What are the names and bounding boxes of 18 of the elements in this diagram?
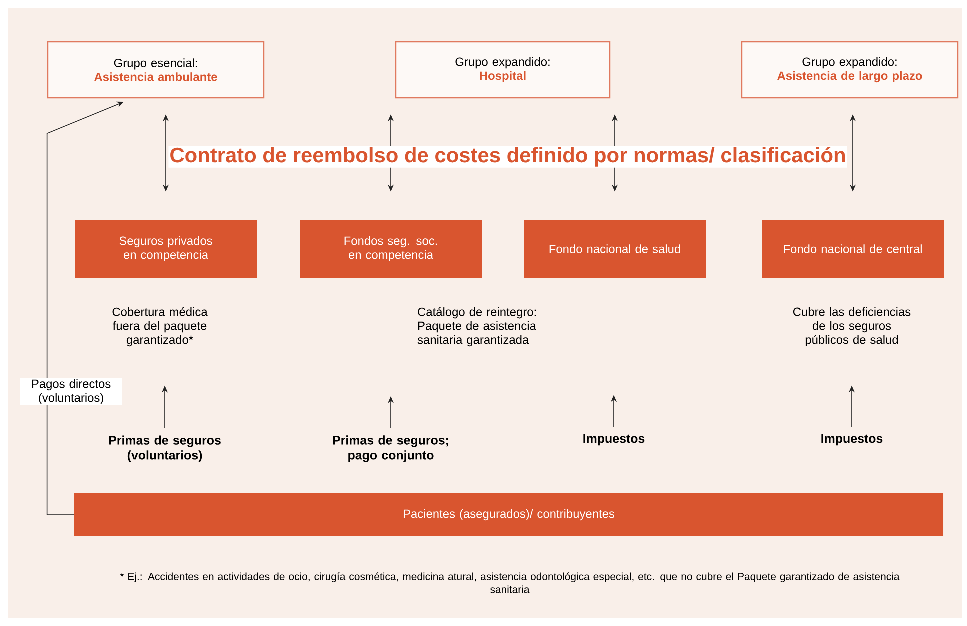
fund-box: Fondo nacional de central: [762, 220, 944, 278]
patients-bar: Pacientes (asegurados)/ contribuyentes: [74, 494, 944, 536]
footnote: * Ej.: Accidentes en actividades de ocio, cirugía cosmética, medicina atural, asistencia odontológica especial, etc. que no cubre el Paquete garantizado de asistencia sanitaria: [120, 572, 900, 594]
payment-text: Primas de seguros (voluntarios): [109, 436, 221, 462]
description-text: Catálogo de reintegro: Paquete de asistencia sanitaria garantizada: [418, 307, 536, 347]
group-box: Grupo expandido: Hospital: [395, 41, 611, 99]
fund-box: Fondos seg. soc. en competencia: [300, 220, 482, 278]
description-text: Cubre las deficiencias de los seguros públicos de salud: [793, 307, 911, 347]
payment-text: Impuestos: [822, 434, 883, 446]
fund-box: Seguros privados en competencia: [75, 220, 257, 278]
payment-text: Impuestos: [584, 434, 645, 446]
fund-box: Fondo nacional de salud: [524, 220, 706, 278]
group-box: Grupo expandido: Asistencia de largo plazo: [741, 41, 959, 99]
group-box: Grupo esencial: Asistencia ambulante: [47, 41, 265, 99]
payment-text: Primas de seguros; pago conjunto: [333, 436, 448, 462]
description-text: Cobertura médica fuera del paquete garantizado*: [112, 307, 208, 347]
title: Contrato de reembolso de costes definido por normas/ clasificación: [168, 146, 848, 168]
edge-label: Pagos directos (voluntarios): [20, 378, 122, 406]
